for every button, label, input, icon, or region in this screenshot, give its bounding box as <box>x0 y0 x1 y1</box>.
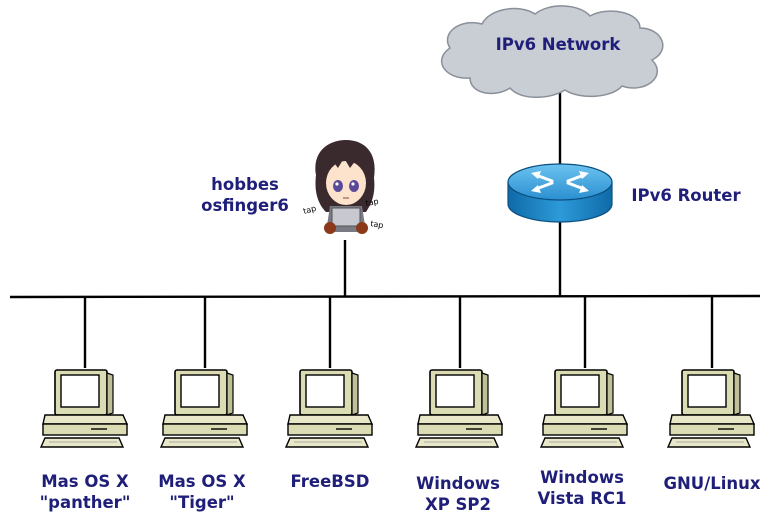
computer-icon-windows-xp <box>415 369 503 448</box>
main-bus-line <box>9 294 761 299</box>
host-label-line2: "panther" <box>39 493 131 512</box>
host-label-gnu-linux: GNU/Linux <box>656 473 768 494</box>
computer-icon-windows-vista <box>540 369 628 448</box>
router-label: IPv6 Router <box>631 186 741 205</box>
host-label-line2: Vista RC1 <box>537 489 627 508</box>
host-label-line1: FreeBSD <box>290 472 370 491</box>
tap-text-2: tap <box>365 197 379 208</box>
host-label-windows-xp: Windows XP SP2 <box>400 473 516 515</box>
computer-icon-macos-panther <box>40 369 128 448</box>
host-label-windows-vista: Windows Vista RC1 <box>522 467 642 509</box>
cloud-label: IPv6 Network <box>495 35 621 54</box>
host-label-line1: Mas OS X <box>158 472 246 491</box>
ipv6-network-cloud-shape <box>440 5 664 98</box>
host-label-line2: "Tiger" <box>169 493 235 512</box>
host-label-line2: XP SP2 <box>424 495 492 514</box>
computer-icon-macos-tiger <box>160 369 248 448</box>
tap-text-3: tap <box>370 219 384 230</box>
user-avatar-icon: tap tap tap <box>302 140 384 234</box>
host-label-line1: GNU/Linux <box>663 474 761 493</box>
user-name-line2: osfinger6 <box>201 196 289 215</box>
computer-icon-freebsd <box>285 369 373 448</box>
host-label-freebsd: FreeBSD <box>272 471 388 492</box>
host-label-macos-panther: Mas OS X "panther" <box>22 471 148 513</box>
host-label-line1: Windows <box>416 474 500 493</box>
host-label-macos-tiger: Mas OS X "Tiger" <box>146 471 258 513</box>
network-wiring <box>9 92 761 368</box>
computer-icon-gnu-linux <box>667 369 755 448</box>
ipv6-router-icon <box>507 163 613 223</box>
user-name-label: hobbes osfinger6 <box>190 174 300 216</box>
host-label-line1: Mas OS X <box>41 472 129 491</box>
host-label-line1: Windows <box>540 468 624 487</box>
tap-text-1: tap <box>302 204 317 216</box>
user-name-line1: hobbes <box>211 175 279 194</box>
